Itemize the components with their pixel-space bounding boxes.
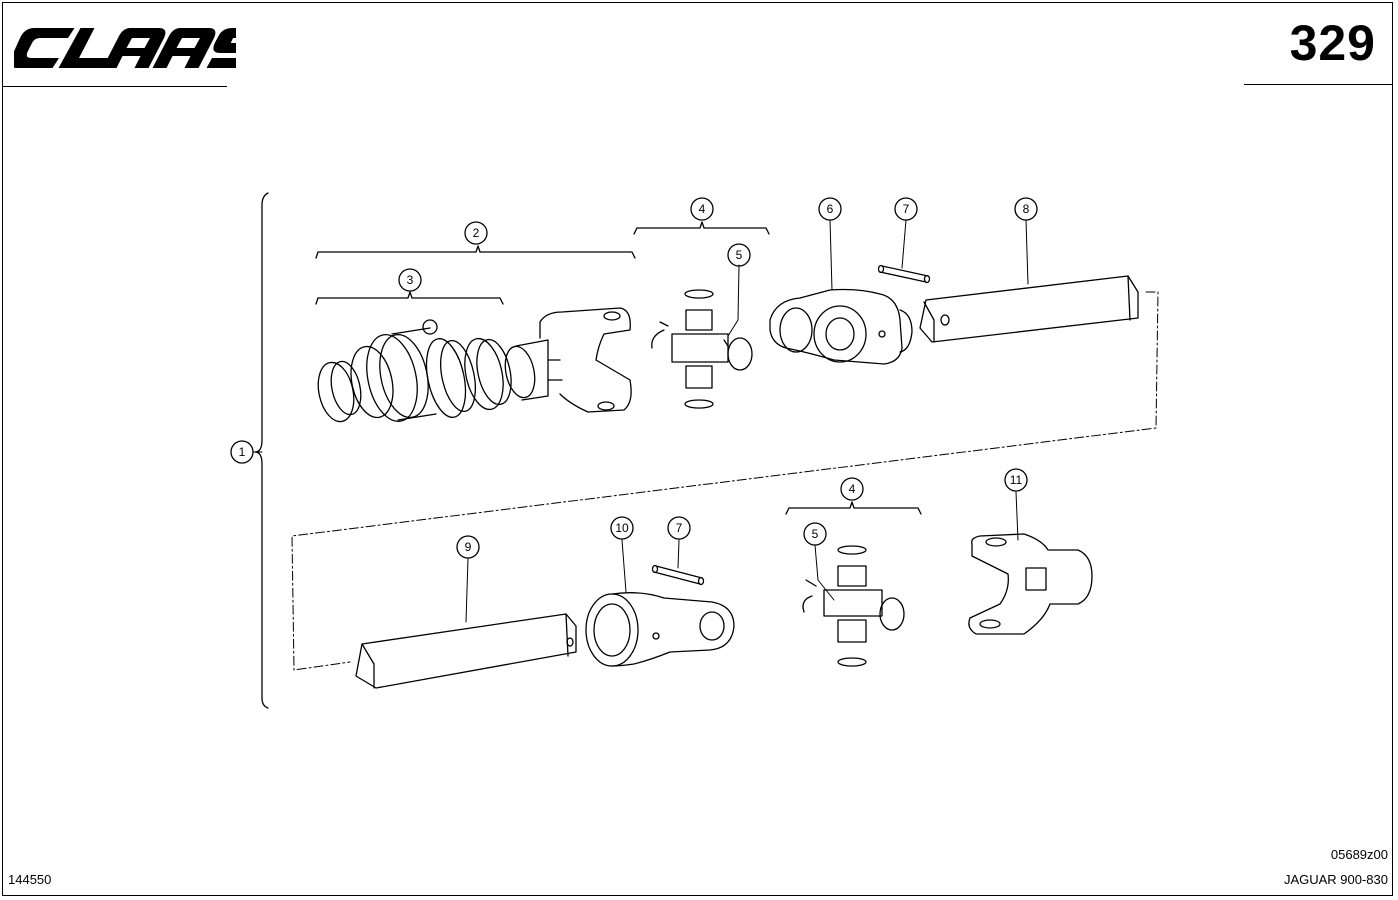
group-bracket-2 <box>315 245 636 259</box>
part-inner-profile-tube <box>355 613 577 689</box>
callout-circle-7-top <box>894 197 918 221</box>
callout-circle-5-top <box>727 243 751 267</box>
assembly-bracket-1 <box>254 192 269 709</box>
group-bracket-4-bottom <box>785 501 922 515</box>
part-cross-journal-top <box>651 289 753 409</box>
callout-circle-5-bottom <box>803 522 827 546</box>
connection-lines <box>291 291 1159 671</box>
part-bellows-seal <box>317 319 512 423</box>
callout-number: 4 <box>699 202 706 216</box>
callout-number: 4 <box>849 482 856 496</box>
callout-number: 10 <box>615 521 629 535</box>
callout-number: 3 <box>407 273 414 287</box>
part-cross-journal-bottom <box>802 545 905 667</box>
callout-number: 2 <box>473 226 480 240</box>
callout-number: 7 <box>676 521 683 535</box>
callout-circle-4-top <box>690 197 714 221</box>
callout-circle-8 <box>1014 197 1038 221</box>
part-inner-yoke-top <box>504 307 632 413</box>
group-bracket-4-top <box>633 221 770 235</box>
claas-logo <box>14 22 236 74</box>
callout-circle-1 <box>230 440 254 464</box>
leader-lines <box>252 219 1029 623</box>
callout-circle-9 <box>456 535 480 559</box>
callout-circle-7-bottom <box>667 516 691 540</box>
callout-number: 5 <box>812 527 819 541</box>
part-outer-yoke-bottom <box>585 592 735 667</box>
callout-circle-2 <box>464 221 488 245</box>
callout-circles <box>230 197 1038 559</box>
group-bracket-3 <box>315 291 504 305</box>
header-rule-left <box>2 86 227 87</box>
part-outer-yoke-top <box>769 288 913 365</box>
callout-number: 6 <box>827 202 834 216</box>
callout-number: 7 <box>903 202 910 216</box>
drawing-code: 05689z00 <box>1330 847 1388 862</box>
page-number: 329 <box>1289 15 1376 71</box>
callout-number: 9 <box>465 540 472 554</box>
part-roll-pin-top <box>877 264 931 284</box>
claas-logo-wordmark <box>14 28 236 68</box>
header-rule-right <box>1244 84 1393 85</box>
callout-number: 5 <box>736 248 743 262</box>
callout-circle-3 <box>398 268 422 292</box>
callout-number: 11 <box>1010 473 1023 487</box>
document-number: 144550 <box>8 872 52 887</box>
callout-circle-11 <box>1004 468 1028 492</box>
part-roll-pin-bottom <box>651 564 705 586</box>
callout-circle-6 <box>818 197 842 221</box>
callout-number: 1 <box>239 445 246 459</box>
model-name: JAGUAR 900-830 <box>1283 872 1388 887</box>
part-inner-yoke-bottom <box>968 533 1093 635</box>
callout-circle-10 <box>610 516 634 540</box>
callout-circle-4-bottom <box>840 477 864 501</box>
callout-number: 8 <box>1023 202 1030 216</box>
part-outer-profile-tube <box>919 275 1139 343</box>
